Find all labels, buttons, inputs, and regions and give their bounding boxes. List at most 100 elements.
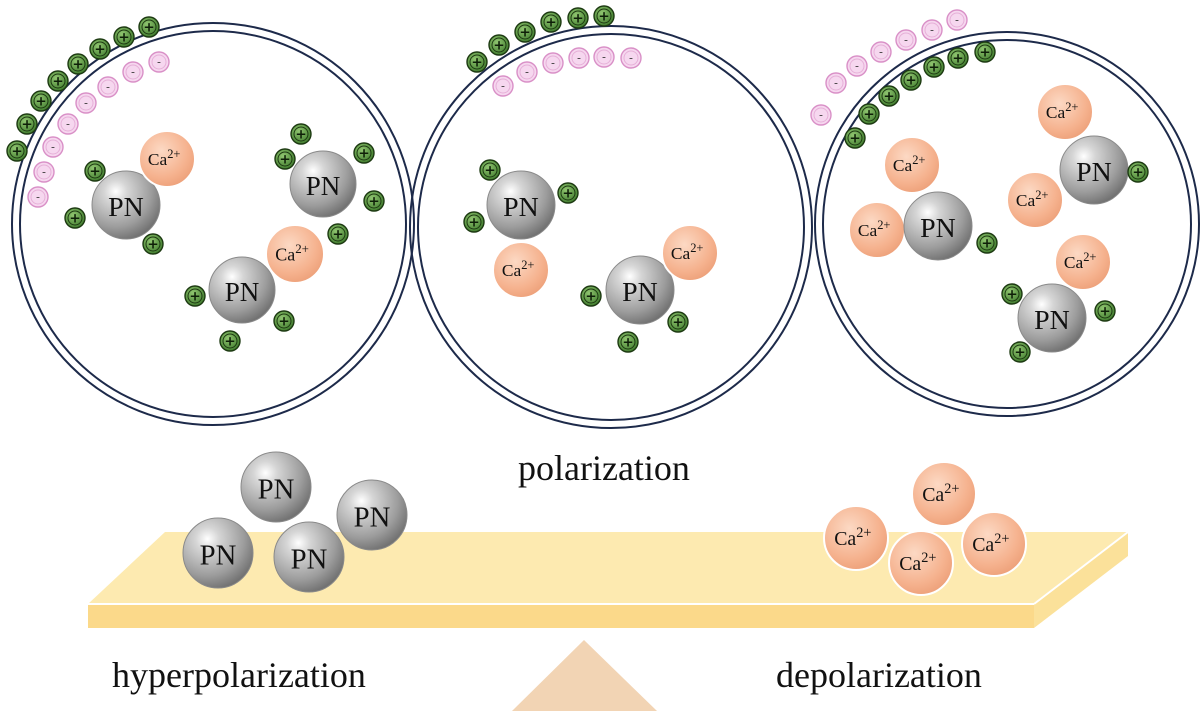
negative-charge: - — [825, 72, 847, 94]
calcium-charge: 2+ — [167, 147, 180, 161]
calcium-ion: Ca2+ — [961, 511, 1027, 577]
pn-label: PN — [225, 277, 260, 307]
positive-charge: + — [479, 159, 501, 181]
positive-sign: + — [278, 314, 289, 330]
positive-charge: + — [540, 11, 562, 33]
calcium-charge: 2+ — [921, 550, 936, 566]
negative-sign: - — [834, 77, 838, 90]
positive-charge: + — [1009, 341, 1031, 363]
calcium-label: Ca2+ — [893, 153, 926, 175]
positive-charge: + — [976, 232, 998, 254]
negative-sign: - — [84, 97, 88, 110]
calcium-ion: Ca2+ — [1054, 233, 1112, 291]
calcium-charge: 2+ — [295, 241, 309, 256]
calcium-ion: Ca2+ — [138, 130, 196, 188]
positive-charge: + — [844, 127, 866, 149]
calcium-charge: 2+ — [944, 481, 959, 497]
positive-sign: + — [1132, 165, 1143, 181]
positive-sign: + — [928, 60, 939, 76]
negative-charge: - — [42, 136, 64, 158]
negative-charge: - — [921, 19, 943, 41]
negative-charge: - — [946, 9, 968, 31]
positive-sign: + — [1014, 345, 1025, 361]
pn-particle: PN — [91, 170, 161, 240]
pn-label: PN — [503, 192, 539, 223]
positive-charge: + — [557, 182, 579, 204]
calcium-symbol: Ca — [671, 244, 691, 263]
positive-charge: + — [184, 285, 206, 307]
positive-charge: + — [593, 5, 615, 27]
positive-sign: + — [562, 186, 573, 202]
positive-sign: + — [224, 334, 235, 350]
calcium-symbol: Ca — [899, 553, 921, 575]
positive-charge: + — [363, 190, 385, 212]
calcium-symbol: Ca — [893, 156, 913, 175]
fulcrum-triangle — [512, 640, 657, 711]
pn-particle: PN — [1059, 135, 1129, 205]
calcium-charge: 2+ — [1065, 100, 1078, 114]
positive-charge: + — [488, 34, 510, 56]
negative-charge: - — [810, 104, 832, 126]
positive-sign: + — [147, 237, 158, 253]
positive-sign: + — [118, 30, 129, 46]
negative-sign: - — [36, 191, 40, 204]
positive-sign: + — [585, 289, 596, 305]
negative-charge: - — [97, 76, 119, 98]
calcium-symbol: Ca — [502, 261, 522, 280]
calcium-charge: 2+ — [877, 218, 890, 232]
negative-sign: - — [106, 81, 110, 94]
positive-sign: + — [89, 164, 100, 180]
negative-sign: - — [157, 56, 161, 69]
positive-charge: + — [30, 90, 52, 112]
negative-sign: - — [819, 109, 823, 122]
positive-charge: + — [858, 103, 880, 125]
positive-charge: + — [353, 142, 375, 164]
positive-charge: + — [67, 53, 89, 75]
calcium-charge: 2+ — [994, 531, 1009, 547]
calcium-charge: 2+ — [1035, 188, 1048, 202]
pn-particle: PN — [486, 170, 556, 240]
positive-sign: + — [952, 51, 963, 67]
positive-sign: + — [979, 45, 990, 61]
positive-charge: + — [6, 140, 28, 162]
positive-charge: + — [273, 310, 295, 332]
positive-charge: + — [617, 331, 639, 353]
positive-sign: + — [622, 335, 633, 351]
negative-sign: - — [66, 118, 70, 131]
calcium-label: Ca2+ — [922, 481, 959, 506]
negative-charge: - — [846, 55, 868, 77]
pn-particle: PN — [182, 517, 254, 589]
calcium-ion: Ca2+ — [492, 241, 550, 299]
positive-sign: + — [35, 94, 46, 110]
positive-charge: + — [290, 123, 312, 145]
negative-sign: - — [42, 166, 46, 179]
positive-charge: + — [327, 223, 349, 245]
positive-sign: + — [295, 127, 306, 143]
negative-charge: - — [593, 46, 615, 68]
calcium-label: Ca2+ — [275, 241, 309, 265]
positive-sign: + — [545, 15, 556, 31]
negative-sign: - — [629, 52, 633, 65]
negative-sign: - — [930, 24, 934, 37]
negative-sign: - — [955, 14, 959, 27]
membrane-depolarized-cell — [814, 31, 1200, 417]
pn-label: PN — [622, 277, 658, 308]
positive-charge: + — [138, 16, 160, 38]
negative-charge: - — [542, 52, 564, 74]
positive-sign: + — [94, 42, 105, 58]
membrane-polarized-cell — [409, 25, 813, 429]
negative-charge: - — [33, 161, 55, 183]
negative-charge: - — [27, 186, 49, 208]
negative-charge: - — [895, 29, 917, 51]
positive-sign: + — [69, 211, 80, 227]
calcium-ion: Ca2+ — [911, 461, 977, 527]
pn-particle: PN — [208, 256, 276, 324]
positive-sign: + — [981, 236, 992, 252]
positive-sign: + — [468, 215, 479, 231]
positive-charge: + — [113, 26, 135, 48]
positive-charge: + — [900, 69, 922, 91]
calcium-charge: 2+ — [1083, 250, 1096, 264]
positive-sign: + — [332, 227, 343, 243]
positive-sign: + — [11, 144, 22, 160]
positive-charge: + — [514, 21, 536, 43]
